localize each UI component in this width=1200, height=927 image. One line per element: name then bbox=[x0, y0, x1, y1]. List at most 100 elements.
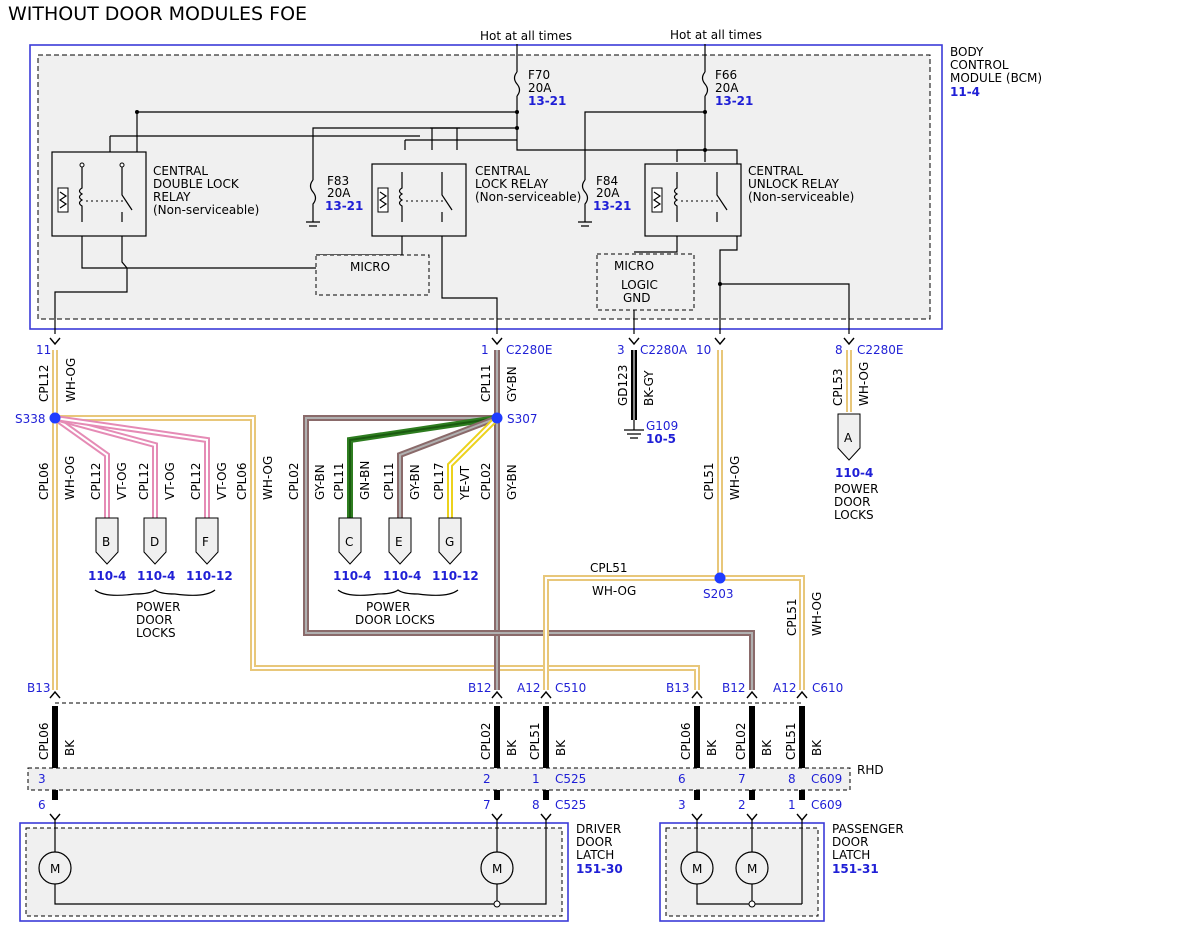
passenger-motor-2 bbox=[735, 851, 769, 885]
driver-motor-2 bbox=[480, 851, 514, 885]
ref-d: 110-4 bbox=[137, 569, 175, 583]
wl-cpl11-a: CPL11 bbox=[479, 364, 493, 402]
passenger-l1: PASSENGER bbox=[832, 822, 904, 836]
rhd-label: RHD bbox=[857, 763, 884, 777]
c609-name2: C609 bbox=[811, 798, 842, 812]
c525-name: C525 bbox=[555, 772, 586, 786]
fuse-f66 bbox=[701, 71, 709, 97]
dl-relay-l4: (Non-serviceable) bbox=[153, 203, 259, 217]
fuse-f84 bbox=[581, 179, 589, 222]
wl-whog-e: WH-OG bbox=[728, 456, 742, 500]
bw-cpl06-1: CPL06 bbox=[37, 722, 51, 760]
hot-label-1: Hot at all times bbox=[480, 29, 572, 43]
wl-cpl11-c: CPL11 bbox=[332, 462, 346, 500]
wl-bkgy: BK-GY bbox=[642, 370, 656, 406]
c525-name2: C525 bbox=[555, 798, 586, 812]
conn-c: C bbox=[345, 535, 353, 549]
c525-q6: 6 bbox=[38, 798, 46, 812]
lock-relay-l1: CENTRAL bbox=[475, 164, 530, 178]
c510-a12: A12 bbox=[517, 681, 540, 695]
double-lock-relay bbox=[51, 151, 147, 237]
power-door-locks-group-1 bbox=[94, 517, 219, 596]
lock-relay bbox=[371, 163, 467, 237]
conn-d: D bbox=[150, 535, 159, 549]
wl-whog-a: WH-OG bbox=[64, 358, 78, 402]
c525-q7: 7 bbox=[483, 798, 491, 812]
dl-relay-l2: DOUBLE LOCK bbox=[153, 177, 240, 191]
bcm-inner-dashed bbox=[37, 54, 931, 320]
c510-b12: B12 bbox=[468, 681, 492, 695]
wl-whog-c: WH-OG bbox=[63, 456, 77, 500]
conn-a-ref: 110-4 bbox=[835, 466, 873, 480]
ground-g109-symbol bbox=[624, 420, 644, 439]
rhd-box bbox=[27, 767, 851, 791]
c609-p7: 7 bbox=[738, 772, 746, 786]
wl-cpl17: CPL17 bbox=[432, 462, 446, 500]
s338-label: S338 bbox=[15, 412, 46, 426]
bw-bk-5: BK bbox=[760, 739, 774, 756]
micro2-l1: MICRO bbox=[614, 259, 654, 273]
c510-b13: B13 bbox=[27, 681, 51, 695]
wl-cpl06-b: CPL06 bbox=[235, 462, 249, 500]
splice-s203 bbox=[714, 572, 726, 584]
group2-l2: DOOR LOCKS bbox=[355, 613, 435, 627]
s307-label: S307 bbox=[507, 412, 538, 426]
passenger-ref: 151-31 bbox=[832, 862, 879, 876]
c609-q3: 3 bbox=[678, 798, 686, 812]
wl-gybn-b: GY-BN bbox=[313, 464, 327, 500]
bw-bk-6: BK bbox=[810, 739, 824, 756]
micro-label-1: MICRO bbox=[350, 260, 390, 274]
pin-3: 3 bbox=[617, 343, 625, 357]
f83-ref: 13-21 bbox=[325, 199, 363, 213]
wl-cpl12-d: CPL12 bbox=[137, 462, 151, 500]
wl-vtog-f: VT-OG bbox=[215, 462, 229, 500]
diagram-title: WITHOUT DOOR MODULES FOE bbox=[8, 3, 307, 25]
wl-cpl12-a: CPL12 bbox=[37, 364, 51, 402]
wl-cpl12-f: CPL12 bbox=[189, 462, 203, 500]
c525-p2: 2 bbox=[483, 772, 491, 786]
passenger-l2: DOOR bbox=[832, 835, 868, 849]
wl-cpl02-a: CPL02 bbox=[287, 462, 301, 500]
pin-1: 1 bbox=[481, 343, 489, 357]
dl-relay-l3: RELAY bbox=[153, 190, 191, 204]
c609-q1: 1 bbox=[788, 798, 796, 812]
ground-ref: 10-5 bbox=[646, 432, 676, 446]
c610-name: C610 bbox=[812, 681, 843, 695]
bw-bk-4: BK bbox=[705, 739, 719, 756]
group1-l1: POWER bbox=[136, 600, 180, 614]
bw-cpl02-1: CPL02 bbox=[479, 722, 493, 760]
wl-cpl51-h: CPL51 bbox=[590, 561, 628, 575]
conn-a-l1: POWER bbox=[834, 482, 878, 496]
f66-ref: 13-21 bbox=[715, 94, 753, 108]
ref-f: 110-12 bbox=[186, 569, 233, 583]
c610-a12: A12 bbox=[773, 681, 796, 695]
wl-cpl06-a: CPL06 bbox=[37, 462, 51, 500]
micro2-l3: GND bbox=[623, 291, 651, 305]
wl-cpl11-e: CPL11 bbox=[382, 462, 396, 500]
unlock-relay-l3: (Non-serviceable) bbox=[748, 190, 854, 204]
c609-name: C609 bbox=[811, 772, 842, 786]
bw-cpl51-1: CPL51 bbox=[528, 722, 542, 760]
c525-q8: 8 bbox=[532, 798, 540, 812]
c610-b12: B12 bbox=[722, 681, 746, 695]
lock-relay-l2: LOCK RELAY bbox=[475, 177, 549, 191]
pin-8: 8 bbox=[835, 343, 843, 357]
conn-a-l2: DOOR bbox=[834, 495, 870, 509]
splice-s307 bbox=[491, 412, 503, 424]
f66-amp: 20A bbox=[715, 81, 739, 95]
ref-e: 110-4 bbox=[383, 569, 421, 583]
c609-p8: 8 bbox=[788, 772, 796, 786]
fuse-f83 bbox=[309, 179, 317, 222]
dl-relay-l1: CENTRAL bbox=[153, 164, 208, 178]
harness-wires bbox=[52, 350, 852, 690]
pin-11: 11 bbox=[36, 343, 51, 357]
micro-box-1 bbox=[315, 254, 430, 296]
power-door-locks-group-2 bbox=[337, 517, 462, 596]
splice-s338 bbox=[49, 412, 61, 424]
connector-a bbox=[837, 413, 861, 461]
c525-p3: 3 bbox=[38, 772, 46, 786]
f83-amp: 20A bbox=[327, 186, 351, 200]
bw-bk-3: BK bbox=[554, 739, 568, 756]
ref-b: 110-4 bbox=[88, 569, 126, 583]
